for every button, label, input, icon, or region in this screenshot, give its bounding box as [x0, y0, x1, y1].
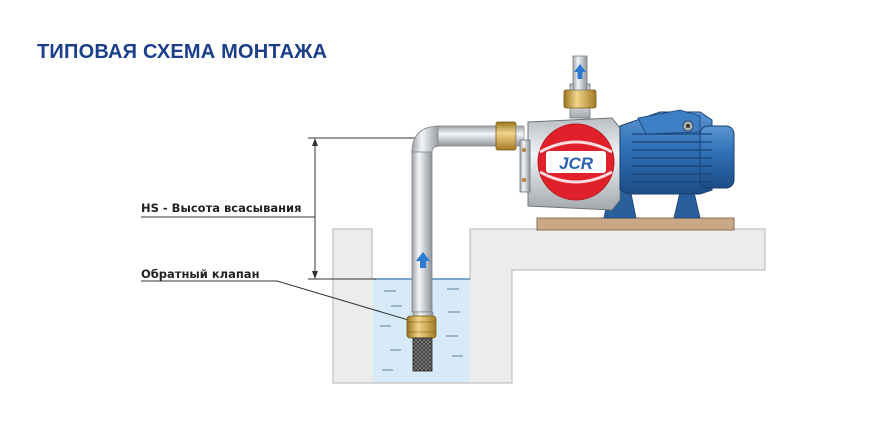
pipe-elbow — [411, 125, 441, 153]
outlet-pipe — [563, 55, 597, 119]
suction-height-dimension — [141, 137, 422, 280]
check-valve-label: Обратный клапан — [141, 267, 260, 281]
pump-platform — [536, 217, 735, 231]
check-valve-leader — [141, 280, 416, 323]
flow-arrow-up-icon — [416, 252, 430, 268]
page-title: ТИПОВАЯ СХЕМА МОНТАЖА — [37, 41, 328, 63]
check-valve — [406, 311, 437, 372]
suction-height-label: HS - Высота всасывания — [141, 201, 302, 215]
electric-motor — [619, 109, 735, 195]
horizontal-pipe — [437, 125, 499, 147]
logo-text: JCR — [559, 154, 594, 173]
pipe-connector — [495, 121, 517, 151]
jcr-logo: JCR — [537, 123, 615, 201]
outlet-arrow-up-icon — [574, 64, 586, 79]
suction-pipe — [411, 149, 433, 313]
water-ripples — [380, 288, 463, 371]
